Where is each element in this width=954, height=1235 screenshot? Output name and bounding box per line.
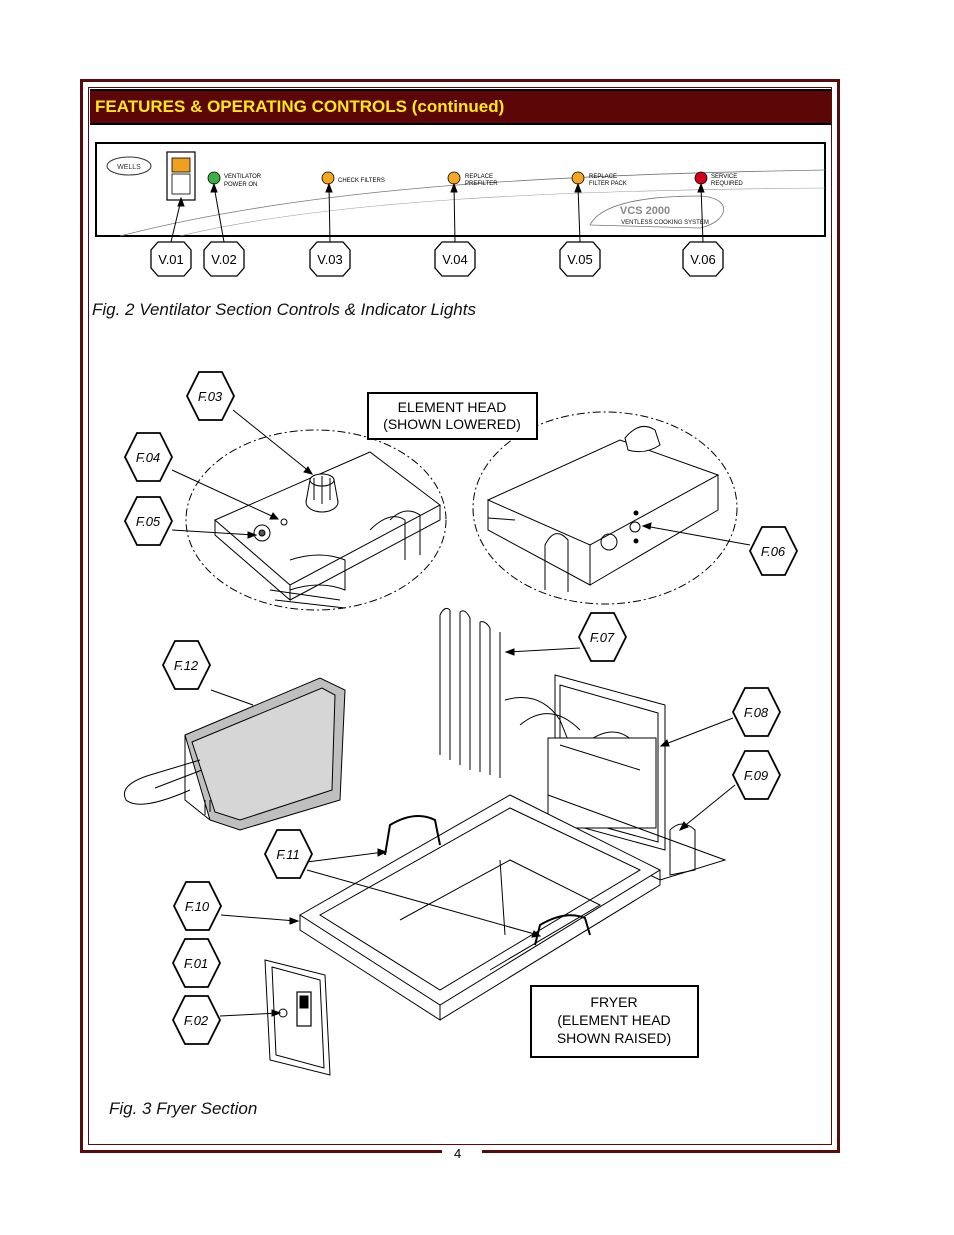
callout-f02: F.02 (171, 995, 222, 1045)
brand-logo: WELLS (106, 156, 152, 176)
callout-v02: V.02 (203, 241, 245, 277)
f-callout-leaders (171, 409, 751, 1017)
svg-text:REQUIRED: REQUIRED (711, 181, 743, 187)
page-frame-inner (88, 87, 832, 1145)
svg-text:REPLACE: REPLACE (465, 174, 493, 180)
svg-text:F.04: F.04 (136, 450, 160, 465)
callout-f05: F.05 (123, 496, 174, 546)
svg-text:F.02: F.02 (184, 1013, 209, 1028)
callout-f03: F.03 (185, 371, 236, 421)
v-callout-leaders (170, 182, 705, 243)
svg-text:(ELEMENT HEAD: (ELEMENT HEAD (557, 1012, 670, 1028)
callout-v05: V.05 (559, 241, 601, 277)
svg-text:F.05: F.05 (136, 514, 161, 529)
svg-text:F.07: F.07 (590, 630, 615, 645)
svg-text:V.05: V.05 (567, 252, 593, 267)
svg-text:V.03: V.03 (317, 252, 343, 267)
element-head-lowered-detail (185, 429, 447, 611)
section-title: FEATURES & OPERATING CONTROLS (continued… (95, 97, 505, 116)
indicator-light-service-required: SERVICE REQUIRED (694, 171, 743, 187)
callout-f10: F.10 (172, 881, 223, 931)
ventilator-panel: WELLS VCS 2000 VENTLESS COOKING SYSTEM (95, 142, 826, 237)
callout-v03: V.03 (309, 241, 351, 277)
callout-f04: F.04 (123, 432, 174, 482)
svg-text:REPLACE: REPLACE (589, 174, 617, 180)
callout-f08: F.08 (731, 687, 782, 737)
indicator-light-replace-prefilter: REPLACE PREFILTER (447, 171, 498, 187)
callout-f11: F.11 (263, 829, 314, 879)
label-fryer-raised: FRYER (ELEMENT HEAD SHOWN RAISED) (530, 985, 699, 1058)
svg-text:PREFILTER: PREFILTER (465, 181, 498, 187)
svg-text:V.01: V.01 (158, 252, 184, 267)
svg-text:WELLS: WELLS (117, 164, 141, 171)
svg-text:CHECK FILTERS: CHECK FILTERS (338, 178, 385, 184)
svg-text:F.06: F.06 (761, 544, 786, 559)
svg-text:VCS 2000: VCS 2000 (620, 205, 670, 217)
callout-v06: V.06 (682, 241, 724, 277)
model-plate: VCS 2000 VENTLESS COOKING SYSTEM (589, 195, 725, 229)
svg-text:F.09: F.09 (744, 768, 768, 783)
indicator-light-ventilator-power: VENTILATOR POWER ON (207, 171, 262, 188)
svg-text:F.01: F.01 (184, 956, 208, 971)
callout-v01: V.01 (150, 241, 192, 277)
callout-f09: F.09 (731, 750, 782, 800)
section-header: FEATURES & OPERATING CONTROLS (continued… (90, 89, 831, 125)
svg-text:FILTER PACK: FILTER PACK (589, 181, 627, 187)
page-number-gap (442, 1146, 482, 1160)
callout-f01: F.01 (171, 938, 222, 988)
element-head-side-detail (472, 411, 738, 605)
page-number: 4 (454, 1146, 462, 1161)
callout-f06: F.06 (748, 526, 799, 576)
svg-text:F.10: F.10 (185, 899, 210, 914)
fry-basket (124, 677, 346, 831)
callout-v04: V.04 (434, 241, 476, 277)
fig2-caption: Fig. 2 Ventilator Section Controls & Ind… (92, 300, 476, 319)
svg-text:SERVICE: SERVICE (711, 174, 737, 180)
svg-text:SHOWN RAISED): SHOWN RAISED) (557, 1030, 671, 1046)
callout-f12: F.12 (161, 640, 212, 690)
svg-text:F.11: F.11 (276, 847, 299, 862)
heating-element-raised (439, 607, 696, 876)
svg-text:(SHOWN LOWERED): (SHOWN LOWERED) (383, 416, 521, 432)
callout-f07: F.07 (577, 612, 628, 662)
svg-text:V.06: V.06 (690, 252, 716, 267)
indicator-light-check-filters: CHECK FILTERS (321, 171, 385, 185)
svg-text:F.08: F.08 (744, 705, 769, 720)
svg-text:FRYER: FRYER (590, 994, 637, 1010)
svg-text:V.04: V.04 (442, 252, 468, 267)
svg-text:POWER ON: POWER ON (224, 182, 257, 188)
svg-text:VENTILATOR: VENTILATOR (224, 174, 262, 180)
fryer-pot (264, 794, 727, 1076)
svg-text:V.02: V.02 (211, 252, 237, 267)
fig3-caption: Fig. 3 Fryer Section (109, 1099, 258, 1118)
svg-text:VENTLESS COOKING SYSTEM: VENTLESS COOKING SYSTEM (621, 220, 709, 226)
svg-text:F.03: F.03 (198, 389, 223, 404)
svg-text:ELEMENT HEAD: ELEMENT HEAD (398, 399, 507, 415)
label-element-head-lowered: ELEMENT HEAD (SHOWN LOWERED) (367, 392, 538, 440)
svg-text:F.12: F.12 (174, 658, 199, 673)
